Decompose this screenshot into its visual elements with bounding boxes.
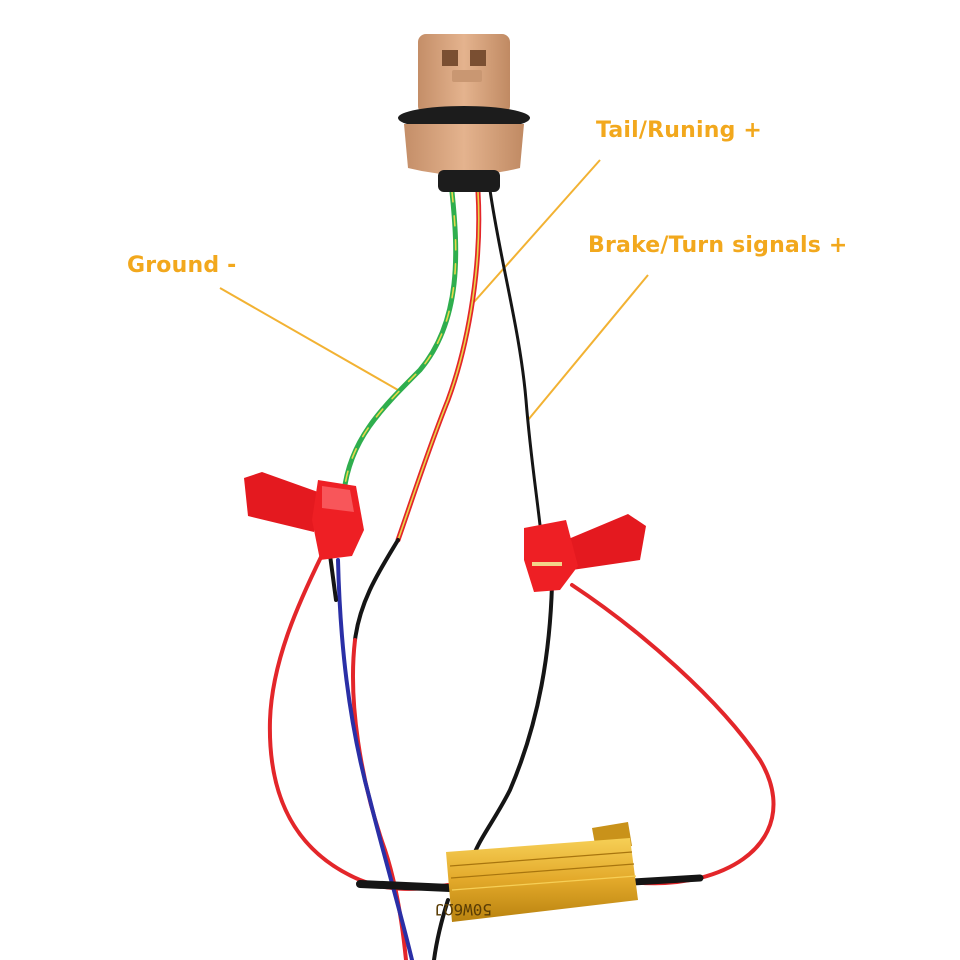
- bulb-socket: [398, 34, 530, 192]
- wire-resistor-lead-left: [356, 880, 454, 892]
- socket-base: [404, 124, 524, 175]
- label-brake-turn-signals: Brake/Turn signals +: [588, 233, 848, 258]
- wire-tail-red: [395, 189, 482, 543]
- socket-key: [452, 70, 482, 82]
- wire-bottom-black: [432, 898, 450, 960]
- label-ground: Ground -: [127, 253, 237, 278]
- leader-line-brake: [527, 274, 649, 421]
- wire-right-black: [470, 583, 554, 862]
- right-tap-blade: [532, 562, 562, 566]
- leader-line-tail: [473, 159, 601, 303]
- resistor-fin-3: [451, 875, 637, 891]
- socket-grommet: [438, 170, 500, 192]
- right-tap-body: [524, 520, 578, 592]
- wire-brake-black: [488, 188, 542, 527]
- left-tap-flap: [244, 472, 318, 532]
- resistor-marking: 50W6ΩJ: [434, 900, 492, 919]
- wire-left-black-short: [328, 553, 338, 602]
- right-tap-flap: [566, 514, 646, 570]
- socket-slot-left: [442, 50, 458, 66]
- resistor-fin-2: [450, 863, 635, 879]
- wire-tail-black-down: [353, 538, 400, 642]
- resistor-body: [446, 838, 638, 922]
- wire-resistor-lead-right: [628, 874, 704, 886]
- socket-slot-right: [470, 50, 486, 66]
- wire-left-red-loop: [267, 553, 450, 891]
- wire-left-blue: [336, 558, 414, 960]
- load-resistor: 50W6ΩJ: [434, 822, 638, 922]
- left-tap-connector: [244, 472, 364, 560]
- left-tap-highlight: [322, 486, 354, 512]
- leader-lines: [219, 159, 649, 421]
- resistor-fin-1: [449, 851, 633, 867]
- right-tap-connector: [524, 514, 646, 592]
- wire-ground-yellow-stripe: [343, 191, 457, 493]
- wire-tail-yellow-stripe: [397, 191, 480, 541]
- label-tail-running: Tail/Runing +: [596, 118, 763, 143]
- wires: [267, 188, 776, 960]
- leader-line-ground: [219, 287, 399, 391]
